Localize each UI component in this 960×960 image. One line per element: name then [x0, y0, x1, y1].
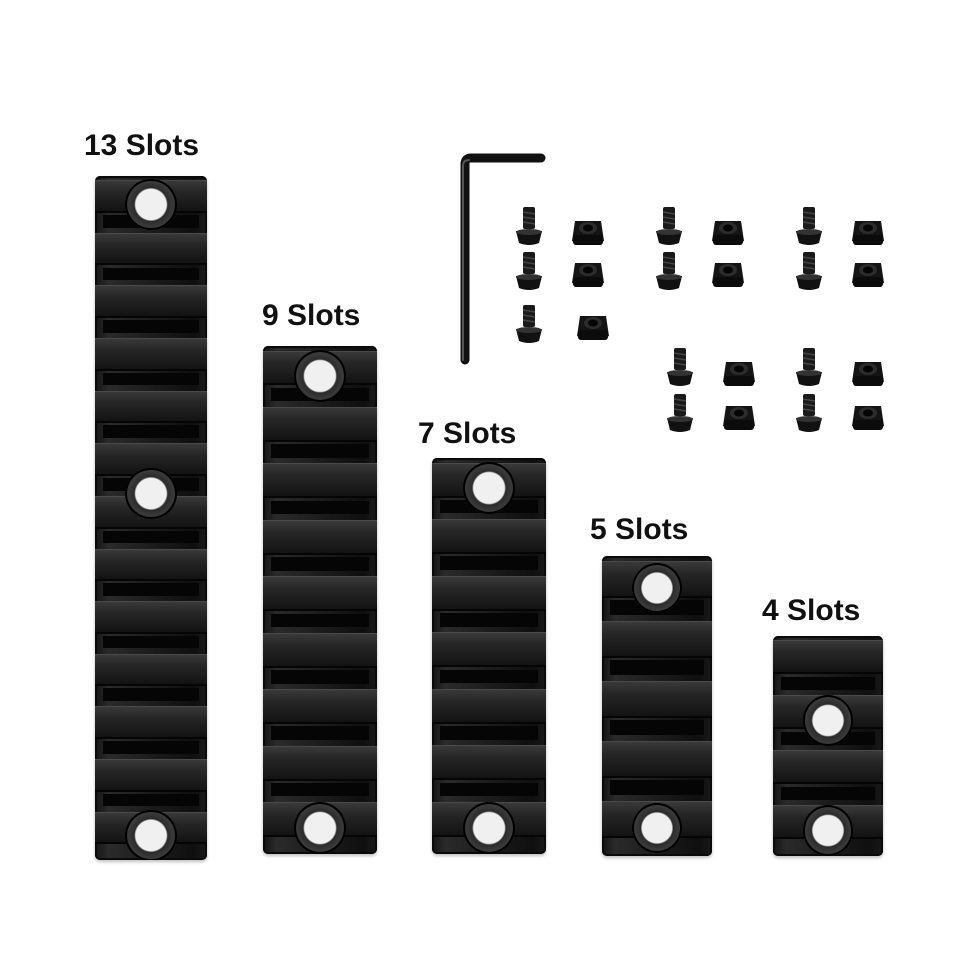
t-nut-icon: [712, 221, 744, 245]
rail-rib: [602, 680, 712, 718]
screw-icon: [667, 348, 693, 386]
rail-rib: [263, 745, 377, 781]
rail-5-slots: [602, 556, 712, 856]
label-7-slots: 7 Slots: [418, 417, 517, 450]
rail-9-slots: [263, 346, 377, 854]
screw-icon: [656, 207, 682, 245]
rail-rib: [773, 640, 883, 675]
t-nut-icon: [712, 263, 744, 287]
label-4-slots: 4 Slots: [762, 594, 861, 627]
label-13-slots: 13 Slots: [84, 129, 200, 162]
bolt-hole: [125, 178, 177, 231]
label-9-slots: 9 Slots: [262, 299, 361, 332]
t-nut-icon: [577, 316, 609, 340]
bolt-hole: [631, 562, 683, 614]
rail-slot: [103, 320, 199, 333]
rail-slot: [103, 635, 199, 649]
rail-rib: [432, 745, 546, 781]
rail-slot: [271, 557, 369, 571]
rail-rib: [602, 740, 712, 778]
rail-4-slots: [773, 636, 883, 856]
rail-slot: [610, 660, 704, 675]
screw-icon: [796, 207, 822, 245]
rail-rib: [95, 706, 207, 739]
rail-slot: [440, 669, 538, 684]
rail-slot: [610, 720, 704, 735]
rail-slot: [103, 372, 199, 386]
rail-rib: [263, 406, 377, 442]
rail-slot: [103, 688, 199, 702]
t-nut-icon: [723, 406, 755, 430]
rail-slot: [440, 613, 538, 627]
t-nut-icon: [852, 362, 884, 386]
bolt-hole: [125, 809, 177, 860]
screw-icon: [516, 305, 542, 343]
rail-rib: [602, 620, 712, 658]
rail-slot: [271, 500, 369, 515]
bolt-hole: [294, 801, 346, 854]
label-5-slots: 5 Slots: [590, 513, 689, 546]
bolt-hole: [802, 695, 854, 746]
rail-rib: [263, 576, 377, 612]
screw-icon: [796, 348, 822, 386]
hex-key-icon: [460, 153, 546, 365]
rail-slot: [103, 267, 199, 281]
bolt-hole: [125, 467, 177, 520]
rail-7-slots: [432, 458, 546, 854]
rail-slot: [781, 786, 875, 800]
t-nut-icon: [572, 263, 604, 287]
rail-slot: [103, 793, 199, 807]
rail-rib: [95, 758, 207, 792]
rail-rib: [432, 688, 546, 724]
rail-13-slots: [95, 176, 207, 860]
rail-rib: [263, 519, 377, 555]
t-nut-icon: [723, 362, 755, 386]
rail-slot: [103, 583, 199, 596]
rail-slot: [271, 782, 369, 797]
bolt-hole: [802, 805, 854, 856]
rail-slot: [610, 780, 704, 795]
rail-rib: [432, 632, 546, 668]
rail-slot: [440, 782, 538, 797]
rail-slot: [271, 613, 369, 628]
rail-slot: [781, 676, 875, 690]
bolt-hole: [463, 462, 515, 515]
screw-icon: [796, 394, 822, 432]
rail-slot: [103, 425, 199, 439]
t-nut-icon: [852, 406, 884, 430]
t-nut-icon: [572, 221, 604, 245]
t-nut-icon: [852, 221, 884, 245]
rail-slot: [103, 741, 199, 754]
screw-icon: [656, 252, 682, 290]
screw-icon: [516, 252, 542, 290]
rail-rib: [95, 653, 207, 687]
rail-rib: [432, 519, 546, 555]
bolt-hole: [631, 802, 683, 854]
rail-rib: [263, 689, 377, 725]
rail-rib: [263, 632, 377, 668]
rail-rib: [95, 338, 207, 371]
rail-rib: [432, 575, 546, 611]
screw-icon: [516, 207, 542, 245]
rail-slot: [440, 726, 538, 740]
rail-slot: [103, 530, 199, 544]
bolt-hole: [463, 801, 515, 854]
rail-slot: [271, 669, 369, 684]
rail-rib: [95, 601, 207, 634]
rail-rib: [773, 750, 883, 785]
rail-slot: [440, 556, 538, 570]
rail-rib: [263, 463, 377, 499]
rail-slot: [271, 726, 369, 740]
rail-rib: [95, 232, 207, 266]
screw-icon: [667, 394, 693, 432]
bolt-hole: [294, 350, 346, 403]
t-nut-icon: [852, 263, 884, 287]
rail-rib: [95, 285, 207, 319]
rail-rib: [95, 390, 207, 424]
rail-rib: [95, 548, 207, 582]
rail-slot: [271, 444, 369, 458]
screw-icon: [796, 252, 822, 290]
